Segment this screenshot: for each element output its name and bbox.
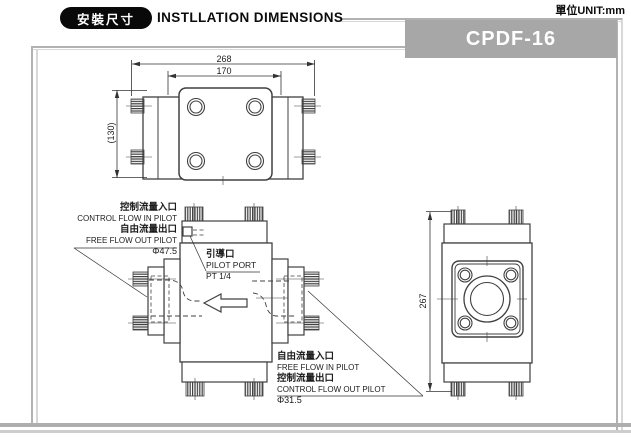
label-en: FREE FLOW IN PILOT (277, 363, 360, 372)
side-view-top-studs (184, 206, 264, 222)
side-view-left-port (128, 258, 181, 344)
leader-lines (73, 235, 424, 397)
frame-right-line-shadow (621, 18, 623, 432)
end-view-bottom-flange (443, 362, 531, 383)
side-view-right-port (256, 258, 324, 344)
model-banner: CPDF-16 (405, 20, 617, 58)
label-en: FREE FLOW OUT PILOT (86, 236, 177, 245)
frame-left-line-shadow (36, 49, 38, 424)
label-zh: 自由流量入口 (277, 351, 335, 362)
pilot-port-dashes (193, 229, 205, 236)
label-zh: 引導口 (206, 249, 235, 260)
frame-bottom-line (0, 423, 631, 427)
dim-170 (167, 71, 282, 95)
dim-text-268: 268 (216, 54, 232, 64)
section-badge: 安裝尺寸 (60, 7, 152, 29)
side-view-bottom-flange (181, 361, 268, 383)
top-view-center-marks (126, 105, 321, 185)
label-zh: 控制流量入口 (119, 202, 177, 213)
side-view-top-flange (181, 220, 268, 244)
label-pilot-port: 引導口 PILOT PORT PT 1/4 (206, 249, 286, 282)
top-view-mounting-plate (178, 87, 273, 181)
frame-top-line-shadow (31, 49, 617, 50)
top-view (112, 60, 321, 185)
dim-text-170: 170 (216, 66, 232, 76)
end-view-top-studs (450, 209, 524, 225)
top-view-bolt-holes (186, 97, 265, 171)
end-view-bottom-studs (450, 381, 524, 397)
label-thread: PT 1/4 (206, 271, 231, 281)
section-badge-label: 安裝尺寸 (76, 12, 135, 27)
frame-left-line (31, 46, 33, 424)
end-view-top-flange (443, 223, 531, 244)
dim-text-130: (130) (106, 122, 116, 144)
side-view (73, 203, 424, 400)
dim-130 (112, 90, 147, 178)
frame-bottom-line-shadow (0, 430, 631, 433)
label-control-in-free-out: 控制流量入口 CONTROL FLOW IN PILOT 自由流量出口 FREE… (58, 202, 177, 257)
label-free-in-control-out: 自由流量入口 FREE FLOW IN PILOT 控制流量出口 CONTROL… (277, 351, 427, 406)
label-zh: 控制流量出口 (277, 373, 335, 384)
label-en: CONTROL FLOW OUT PILOT (277, 385, 386, 394)
side-view-bottom-studs (185, 381, 264, 397)
flow-paths (149, 279, 297, 317)
header-rule (340, 18, 622, 20)
model-name: CPDF-16 (465, 27, 557, 50)
label-zh: 自由流量出口 (119, 224, 177, 235)
end-view-port-plate (451, 260, 524, 338)
dim-268 (131, 60, 315, 96)
side-view-bottom-marks (194, 378, 255, 400)
label-en: PILOT PORT (206, 260, 257, 270)
end-view-port-bore (463, 275, 511, 323)
end-view (426, 206, 533, 400)
end-view-bolt-holes (457, 267, 519, 331)
frame-top-line (31, 46, 617, 48)
label-en: CONTROL FLOW IN PILOT (77, 214, 177, 223)
label-diameter: Φ47.5 (152, 246, 177, 256)
flow-direction-arrow-icon (202, 293, 248, 313)
dim-267 (426, 211, 452, 392)
page-title: INSTLLATION DIMENSIONS (157, 10, 344, 25)
frame-right-line (616, 18, 618, 432)
end-view-center-marks (437, 256, 527, 342)
unit-note: 單位UNIT:mm (555, 5, 625, 17)
label-diameter: Φ31.5 (277, 395, 302, 405)
dim-text-267: 267 (418, 293, 428, 309)
pilot-port-marker (182, 226, 193, 237)
